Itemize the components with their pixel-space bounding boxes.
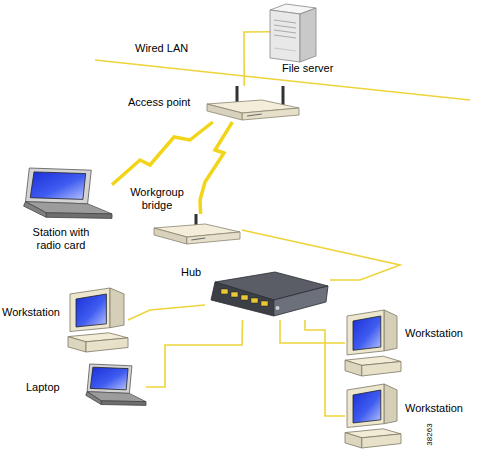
device-label: Workgroup bridge: [124, 186, 190, 212]
workstation-icon: [68, 288, 128, 352]
monitor-bezel: [347, 310, 384, 355]
monitor-bezel: [70, 288, 110, 332]
cable-link: [128, 305, 205, 320]
hub-side: [274, 286, 328, 316]
hub-icon: [205, 270, 330, 320]
laptop-base: [46, 213, 112, 219]
device-label: Access point: [128, 96, 190, 109]
file-server-icon: [270, 4, 316, 62]
device-node: Workstation: [345, 384, 401, 448]
base-front: [68, 337, 86, 352]
box-side: [242, 108, 299, 120]
device-node: Workgroup bridge: [150, 214, 242, 246]
laptop-edge: [24, 202, 47, 218]
device-node: Access point: [203, 86, 301, 122]
laptop-screen: [30, 172, 85, 200]
drive-slot: [274, 25, 296, 28]
device-label: Laptop: [26, 381, 60, 394]
vent-line: [274, 48, 296, 51]
antenna: [282, 86, 285, 106]
monitor-screen: [76, 294, 106, 327]
server-front: [270, 10, 300, 62]
server-side: [300, 8, 316, 62]
monitor-side: [384, 310, 397, 351]
base-front: [345, 433, 362, 448]
cable-link: [280, 320, 345, 343]
laptop-screen: [90, 367, 128, 390]
monitor-side: [110, 288, 124, 328]
wireless-link: [200, 122, 232, 214]
laptop-icon: [82, 364, 146, 410]
device-label: Workstation: [2, 306, 60, 319]
laptop-lid: [26, 168, 92, 204]
device-label: Workstation: [405, 402, 463, 415]
device-node: Workstation: [68, 288, 128, 352]
monitor-side: [384, 384, 397, 424]
monitor-bezel: [347, 384, 384, 428]
power-led: [276, 306, 280, 310]
drive-slot: [274, 30, 296, 33]
wireless-link: [112, 122, 213, 185]
bridge-icon: [150, 214, 242, 246]
figure-number: 38263: [423, 423, 436, 445]
device-label: File server: [282, 62, 333, 75]
workstation-icon: [345, 310, 401, 376]
hub-front: [211, 282, 274, 316]
device-node: File server: [270, 4, 316, 62]
cable-link: [305, 320, 345, 416]
base-front: [345, 360, 362, 376]
box-front: [154, 228, 187, 244]
monitor-screen: [353, 390, 381, 423]
laptop-base: [101, 401, 146, 406]
drive-slot: [274, 20, 296, 23]
laptop-lid: [87, 364, 132, 393]
hub-port: [261, 301, 268, 306]
workstation-icon: [345, 384, 401, 448]
base-side: [362, 362, 401, 377]
device-label: Hub: [181, 266, 201, 279]
access-point-icon: [203, 86, 301, 122]
box-front: [207, 104, 242, 120]
hub-port: [231, 292, 238, 297]
base-side: [86, 338, 128, 352]
device-node: Station with radio card: [18, 168, 112, 224]
drive-slot: [274, 35, 296, 38]
hub-port: [221, 289, 228, 294]
cable-link: [146, 320, 243, 387]
device-label: Workstation: [405, 327, 463, 340]
monitor-screen: [353, 316, 381, 350]
box-side: [187, 232, 240, 244]
device-label: Station with radio card: [22, 226, 100, 252]
base-side: [362, 434, 401, 448]
cable-link: [242, 230, 400, 280]
device-node: Workstation: [345, 310, 401, 376]
status-light: [191, 238, 205, 240]
hub-port: [241, 295, 248, 300]
network-label: Wired LAN: [135, 42, 188, 55]
status-light: [247, 114, 262, 116]
laptop-edge: [86, 392, 101, 405]
device-node: Laptop: [82, 364, 146, 410]
cable-link: [244, 32, 270, 86]
device-node: Hub: [205, 270, 330, 320]
laptop-icon: [18, 168, 112, 224]
hub-port: [251, 298, 258, 303]
